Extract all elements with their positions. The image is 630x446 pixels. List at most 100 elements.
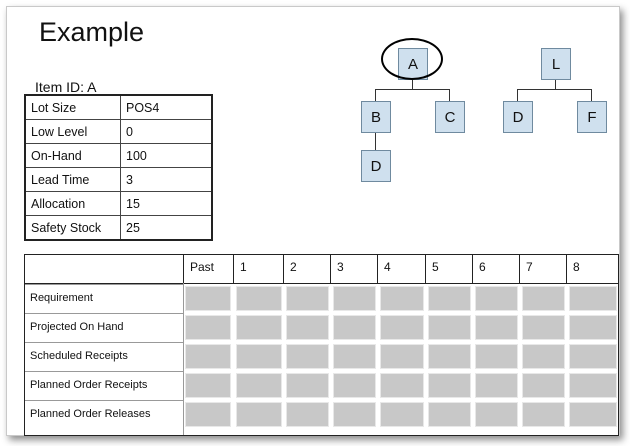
row-label: Projected On Hand (25, 313, 183, 342)
grid-cell[interactable] (185, 286, 231, 311)
grid-cell[interactable] (286, 373, 329, 398)
grid-cell[interactable] (286, 344, 329, 369)
bom-node-c[interactable]: C (435, 101, 465, 133)
grid-divider (183, 283, 184, 435)
item-id-label: Item ID: A (35, 79, 97, 95)
bom-node-l[interactable]: L (541, 48, 571, 80)
param-value: POS4 (120, 94, 213, 120)
param-value: 0 (120, 119, 213, 144)
grid-cell[interactable] (286, 286, 329, 311)
grid-cell[interactable] (569, 402, 617, 427)
period-header: Past (183, 255, 233, 283)
bom-node-b[interactable]: B (361, 101, 391, 133)
grid-cell[interactable] (380, 286, 424, 311)
grid-cell[interactable] (380, 344, 424, 369)
grid-cell[interactable] (236, 402, 282, 427)
grid-cell[interactable] (475, 344, 518, 369)
tree-edge (591, 89, 592, 101)
grid-cell[interactable] (380, 315, 424, 340)
tree-edge (412, 78, 413, 89)
tree-edge (375, 89, 376, 101)
row-label: Planned Order Releases (25, 400, 183, 429)
param-label: On-Hand (24, 143, 121, 168)
tree-edge (375, 89, 450, 90)
period-header: 3 (330, 255, 377, 283)
param-value: 15 (120, 191, 213, 216)
tree-edge (517, 89, 518, 101)
period-header: 5 (425, 255, 472, 283)
grid-cell[interactable] (380, 373, 424, 398)
row-label: Requirement (25, 284, 183, 313)
bom-node-d[interactable]: D (361, 150, 391, 182)
param-value: 25 (120, 215, 213, 241)
grid-cell[interactable] (236, 286, 282, 311)
param-label: Lead Time (24, 167, 121, 192)
tree-edge (517, 89, 592, 90)
grid-cell[interactable] (522, 344, 565, 369)
grid-cell[interactable] (522, 373, 565, 398)
grid-cell[interactable] (475, 373, 518, 398)
grid-cell[interactable] (428, 315, 471, 340)
grid-cell[interactable] (428, 402, 471, 427)
grid-cell[interactable] (286, 315, 329, 340)
tree-edge (555, 78, 556, 89)
grid-cell[interactable] (286, 402, 329, 427)
grid-cell[interactable] (569, 344, 617, 369)
grid-cell[interactable] (236, 373, 282, 398)
period-header: 1 (233, 255, 283, 283)
period-header: 2 (283, 255, 330, 283)
grid-cell[interactable] (569, 373, 617, 398)
tree-edge (449, 89, 450, 101)
grid-cell[interactable] (475, 315, 518, 340)
grid-cell[interactable] (185, 373, 231, 398)
grid-cell[interactable] (522, 315, 565, 340)
grid-cell[interactable] (185, 402, 231, 427)
grid-cell[interactable] (333, 373, 376, 398)
slide-title: Example (39, 17, 145, 47)
bom-node-d2[interactable]: D (503, 101, 533, 133)
period-header: 4 (377, 255, 425, 283)
row-label: Scheduled Receipts (25, 342, 183, 371)
grid-cell[interactable] (475, 286, 518, 311)
grid-cell[interactable] (236, 344, 282, 369)
grid-cell[interactable] (236, 315, 282, 340)
period-header: 7 (519, 255, 566, 283)
param-value: 100 (120, 143, 213, 168)
grid-cell[interactable] (185, 315, 231, 340)
grid-cell[interactable] (522, 286, 565, 311)
grid-cell[interactable] (569, 286, 617, 311)
grid-cell[interactable] (522, 402, 565, 427)
grid-cell[interactable] (380, 402, 424, 427)
grid-cell[interactable] (428, 286, 471, 311)
param-label: Allocation (24, 191, 121, 216)
period-header: 8 (566, 255, 618, 283)
row-label: Planned Order Receipts (25, 371, 183, 400)
param-label: Low Level (24, 119, 121, 144)
grid-cell[interactable] (333, 344, 376, 369)
grid-cell[interactable] (475, 402, 518, 427)
param-label: Lot Size (24, 94, 121, 120)
param-value: 3 (120, 167, 213, 192)
grid-cell[interactable] (428, 344, 471, 369)
grid-cell[interactable] (333, 402, 376, 427)
grid-cell[interactable] (569, 315, 617, 340)
grid-cell[interactable] (185, 344, 231, 369)
bom-node-f[interactable]: F (577, 101, 607, 133)
grid-cell[interactable] (333, 315, 376, 340)
param-label: Safety Stock (24, 215, 121, 241)
grid-cell[interactable] (428, 373, 471, 398)
tree-edge (375, 132, 376, 150)
grid-cell[interactable] (333, 286, 376, 311)
period-header: 6 (472, 255, 519, 283)
highlight-ellipse (381, 38, 443, 80)
